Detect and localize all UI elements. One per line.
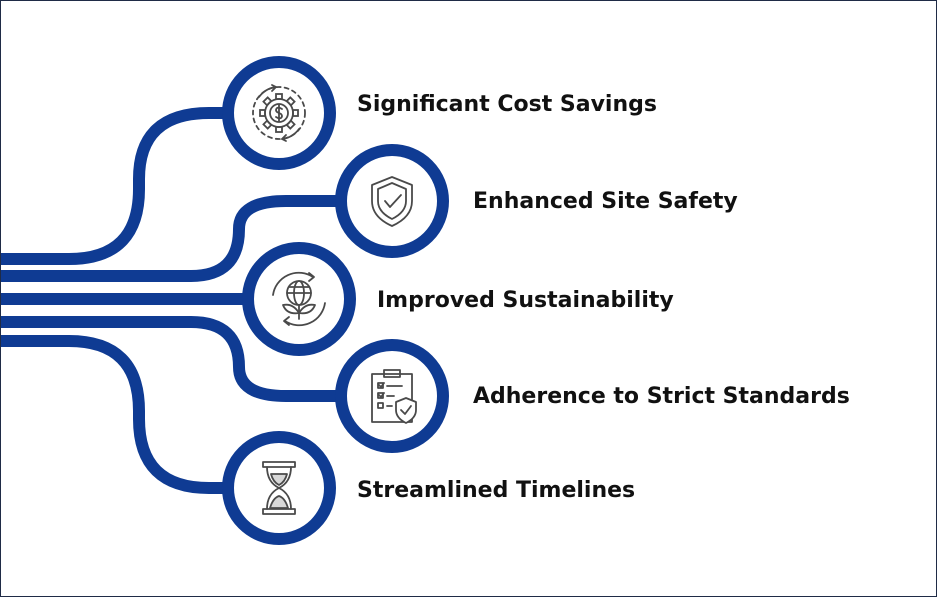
benefit-label-standards: Adherence to Strict Standards	[473, 384, 850, 409]
globe-leaf-icon	[272, 271, 326, 327]
circle-node-2	[335, 144, 449, 258]
circle-node-3	[242, 242, 356, 356]
benefit-label-cost-savings: Significant Cost Savings	[357, 92, 657, 117]
hourglass-icon	[262, 461, 296, 515]
connector-line-5	[1, 335, 229, 494]
clipboard-shield-icon	[371, 369, 417, 424]
benefit-label-site-safety: Enhanced Site Safety	[473, 189, 738, 214]
gear-dollar-icon	[252, 84, 306, 142]
connector-line-2	[1, 195, 346, 282]
benefit-label-timelines: Streamlined Timelines	[357, 478, 636, 503]
connector-line-1	[1, 107, 229, 265]
benefit-label-sustainability: Improved Sustainability	[377, 288, 674, 313]
shield-check-icon	[371, 176, 413, 227]
connector-line-4	[1, 316, 346, 402]
